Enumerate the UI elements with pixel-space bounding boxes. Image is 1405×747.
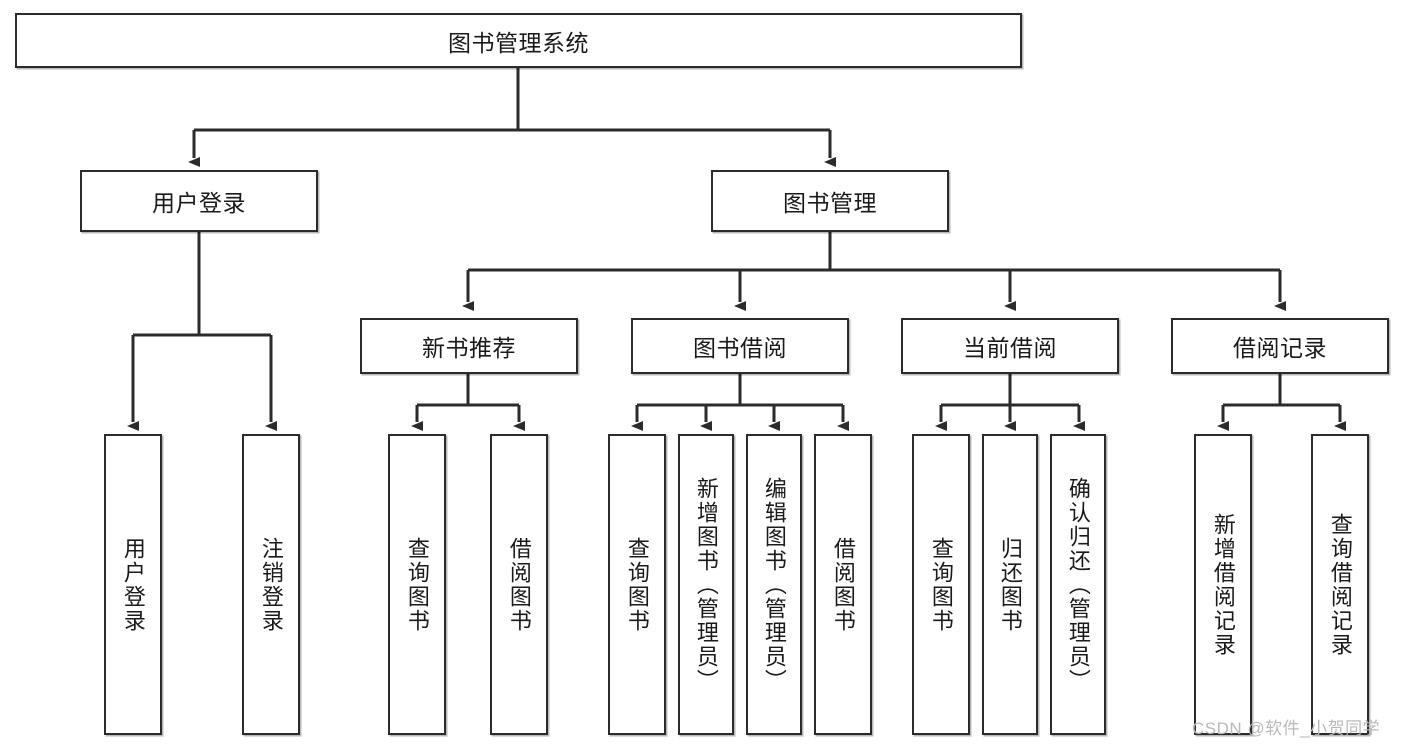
node-label: 图书管理系统 (448, 29, 589, 56)
node-label: 查询图书 (624, 536, 650, 633)
node-label: 查询图书 (404, 536, 430, 633)
node-label: 用户登录 (152, 190, 246, 216)
node-label: 确认归还（管理员） (1065, 476, 1091, 693)
node-book-management[interactable]: 图书管理 (711, 170, 949, 232)
leaf-record-add-borrow-record[interactable]: 新增借阅记录 (1194, 434, 1252, 735)
node-label: 归还图书 (997, 536, 1023, 633)
node-label: 借阅记录 (1233, 335, 1327, 361)
node-root-book-management-system[interactable]: 图书管理系统 (15, 13, 1022, 68)
node-label: 用户登录 (120, 536, 146, 633)
node-label: 图书管理 (783, 190, 877, 216)
node-user-login[interactable]: 用户登录 (80, 170, 318, 232)
node-new-book-recommendation[interactable]: 新书推荐 (360, 318, 578, 374)
node-label: 编辑图书（管理员） (761, 476, 787, 693)
leaf-book-borrow-borrow-book[interactable]: 借阅图书 (814, 434, 872, 735)
leaf-book-borrow-edit-book-admin[interactable]: 编辑图书（管理员） (746, 434, 802, 735)
node-label: 当前借阅 (963, 335, 1057, 361)
leaf-current-borrow-return-book[interactable]: 归还图书 (982, 434, 1038, 735)
node-label: 借阅图书 (830, 536, 856, 633)
leaf-user-login-logout[interactable]: 注销登录 (242, 434, 300, 735)
leaf-current-borrow-confirm-return-admin[interactable]: 确认归还（管理员） (1050, 434, 1106, 735)
node-label: 查询借阅记录 (1327, 512, 1353, 657)
leaf-record-query-borrow-record[interactable]: 查询借阅记录 (1311, 434, 1369, 735)
node-book-borrowing[interactable]: 图书借阅 (631, 318, 849, 374)
node-label: 注销登录 (258, 536, 284, 633)
node-current-borrowing[interactable]: 当前借阅 (901, 318, 1119, 374)
leaf-book-borrow-query-book[interactable]: 查询图书 (608, 434, 666, 735)
leaf-user-login-login[interactable]: 用户登录 (104, 434, 162, 735)
node-borrowing-records[interactable]: 借阅记录 (1171, 318, 1389, 374)
node-label: 新增借阅记录 (1210, 512, 1236, 657)
node-label: 借阅图书 (506, 536, 532, 633)
node-label: 查询图书 (928, 536, 954, 633)
node-label: 新书推荐 (422, 335, 516, 361)
leaf-book-borrow-add-book-admin[interactable]: 新增图书（管理员） (678, 434, 734, 735)
leaf-new-book-query-book[interactable]: 查询图书 (388, 434, 446, 735)
leaf-new-book-borrow-book[interactable]: 借阅图书 (490, 434, 548, 735)
csdn-watermark: CSDN @软件_小贺同学 (1192, 719, 1381, 738)
node-label: 新增图书（管理员） (693, 476, 719, 693)
node-label: 图书借阅 (693, 335, 787, 361)
leaf-current-borrow-query-book[interactable]: 查询图书 (912, 434, 970, 735)
